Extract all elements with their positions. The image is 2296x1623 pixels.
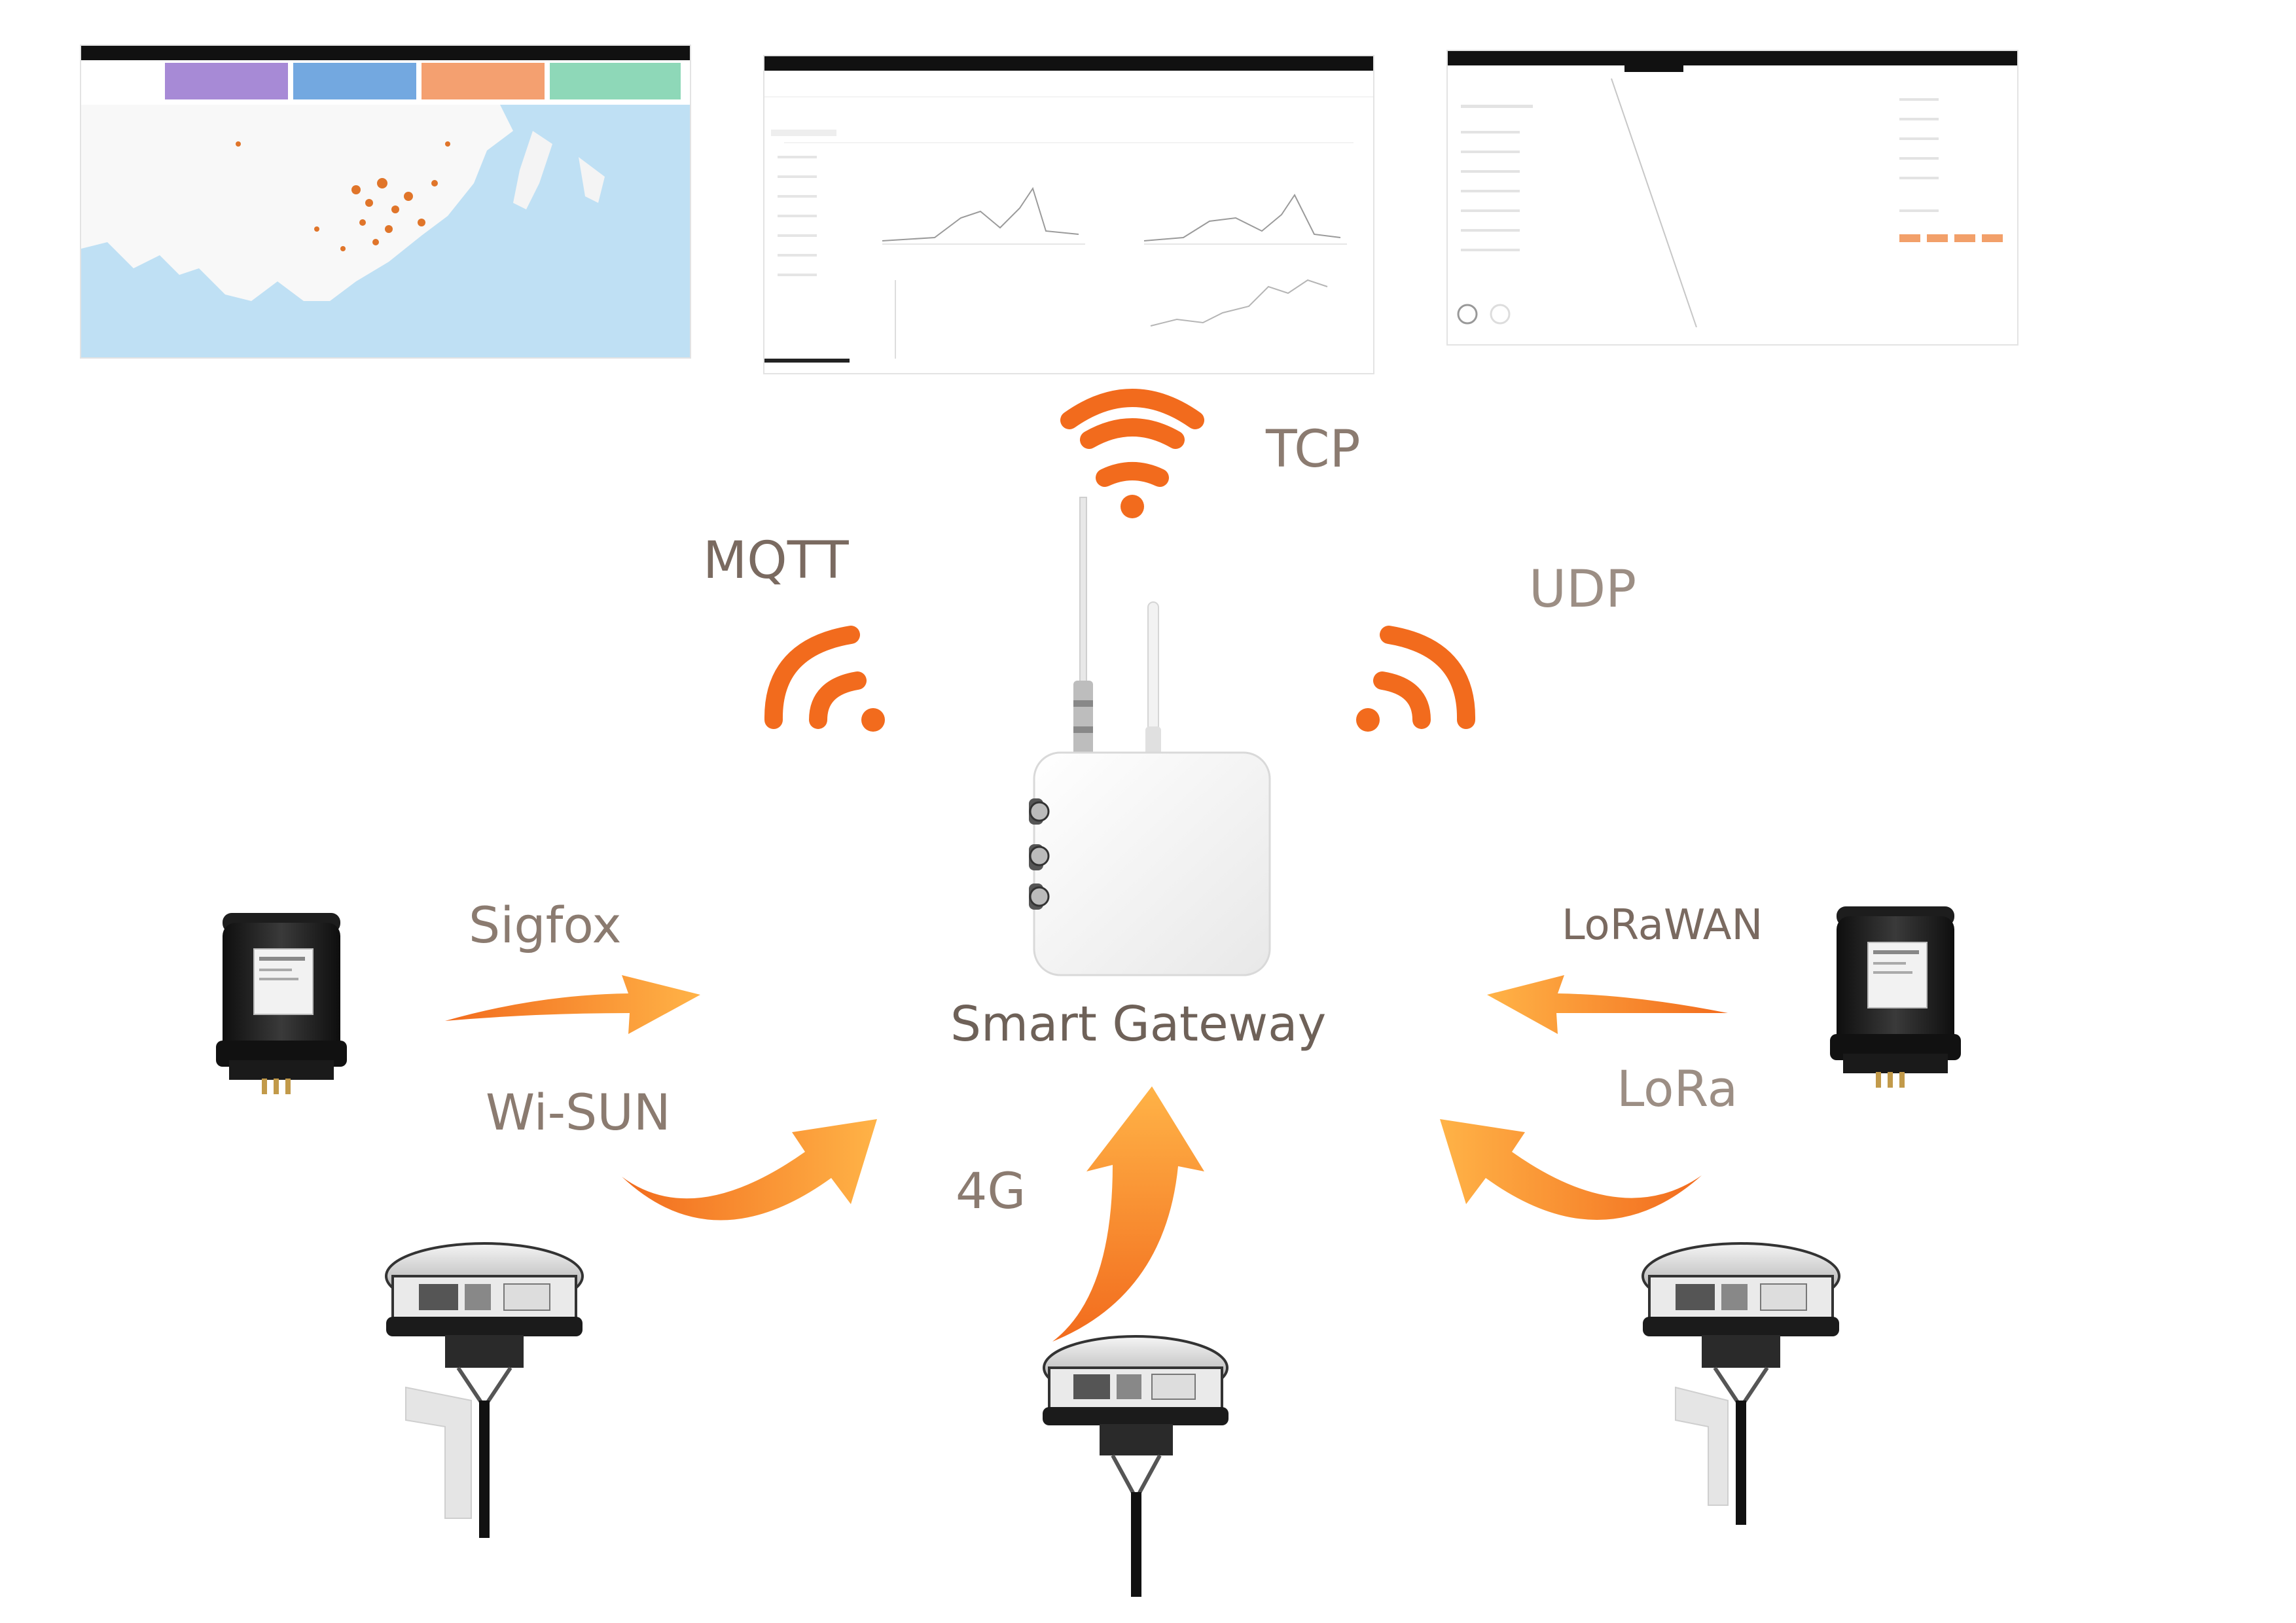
chart-panels bbox=[764, 96, 1373, 363]
arrow-wisun bbox=[622, 1119, 877, 1221]
wifi-dot-left bbox=[861, 708, 885, 732]
stat-tile-purple bbox=[165, 63, 288, 99]
wifi-signal-icon-left bbox=[764, 626, 867, 729]
sensor-device-dome-right bbox=[1641, 1242, 1840, 1525]
protocol-label-lorawan: LoRaWAN bbox=[1562, 901, 1763, 950]
dashboard-topbar bbox=[81, 46, 690, 60]
gateway-antenna-left bbox=[1073, 497, 1093, 759]
gateway-label: Smart Gateway bbox=[950, 996, 1327, 1052]
protocol-label-sigfox: Sigfox bbox=[469, 896, 622, 954]
china-map bbox=[81, 105, 690, 357]
dashboard-settings-screenshot bbox=[1446, 50, 2018, 346]
protocol-label-4g: 4G bbox=[956, 1162, 1026, 1220]
dashboard-topbar bbox=[1448, 51, 2017, 65]
stat-tile-orange bbox=[422, 63, 545, 99]
arrow-sigfox bbox=[445, 975, 700, 1034]
dashboard-map-screenshot bbox=[80, 45, 691, 359]
gateway-device bbox=[1029, 751, 1271, 976]
sensor-device-dome-center bbox=[1043, 1335, 1229, 1597]
protocol-label-lora: LoRa bbox=[1617, 1060, 1738, 1118]
arrow-4g bbox=[1052, 1086, 1204, 1342]
stat-tile-green bbox=[550, 63, 681, 99]
gateway-antenna-right bbox=[1145, 601, 1161, 766]
dashboard-charts-screenshot bbox=[763, 55, 1374, 374]
stat-tile-blue bbox=[293, 63, 416, 99]
arrow-lora bbox=[1440, 1119, 1702, 1221]
protocol-label-tcp: TCP bbox=[1266, 420, 1361, 479]
sensor-device-dome-left bbox=[385, 1242, 584, 1538]
sensor-device-cylinder-right bbox=[1830, 906, 1961, 1088]
wifi-signal-icon-right bbox=[1373, 626, 1476, 729]
dashboard-topbar bbox=[764, 56, 1373, 71]
settings-panel bbox=[1457, 65, 2003, 328]
wifi-signal-icon-top bbox=[1060, 389, 1204, 487]
wifi-dot-right bbox=[1356, 708, 1380, 732]
protocol-label-mqtt: MQTT bbox=[703, 531, 849, 590]
protocol-label-wisun: Wi-SUN bbox=[486, 1083, 671, 1141]
sensor-device-cylinder-left bbox=[216, 913, 347, 1094]
protocol-label-udp: UDP bbox=[1529, 560, 1637, 619]
arrow-lorawan bbox=[1487, 975, 1728, 1034]
wifi-dot-top bbox=[1121, 495, 1144, 518]
